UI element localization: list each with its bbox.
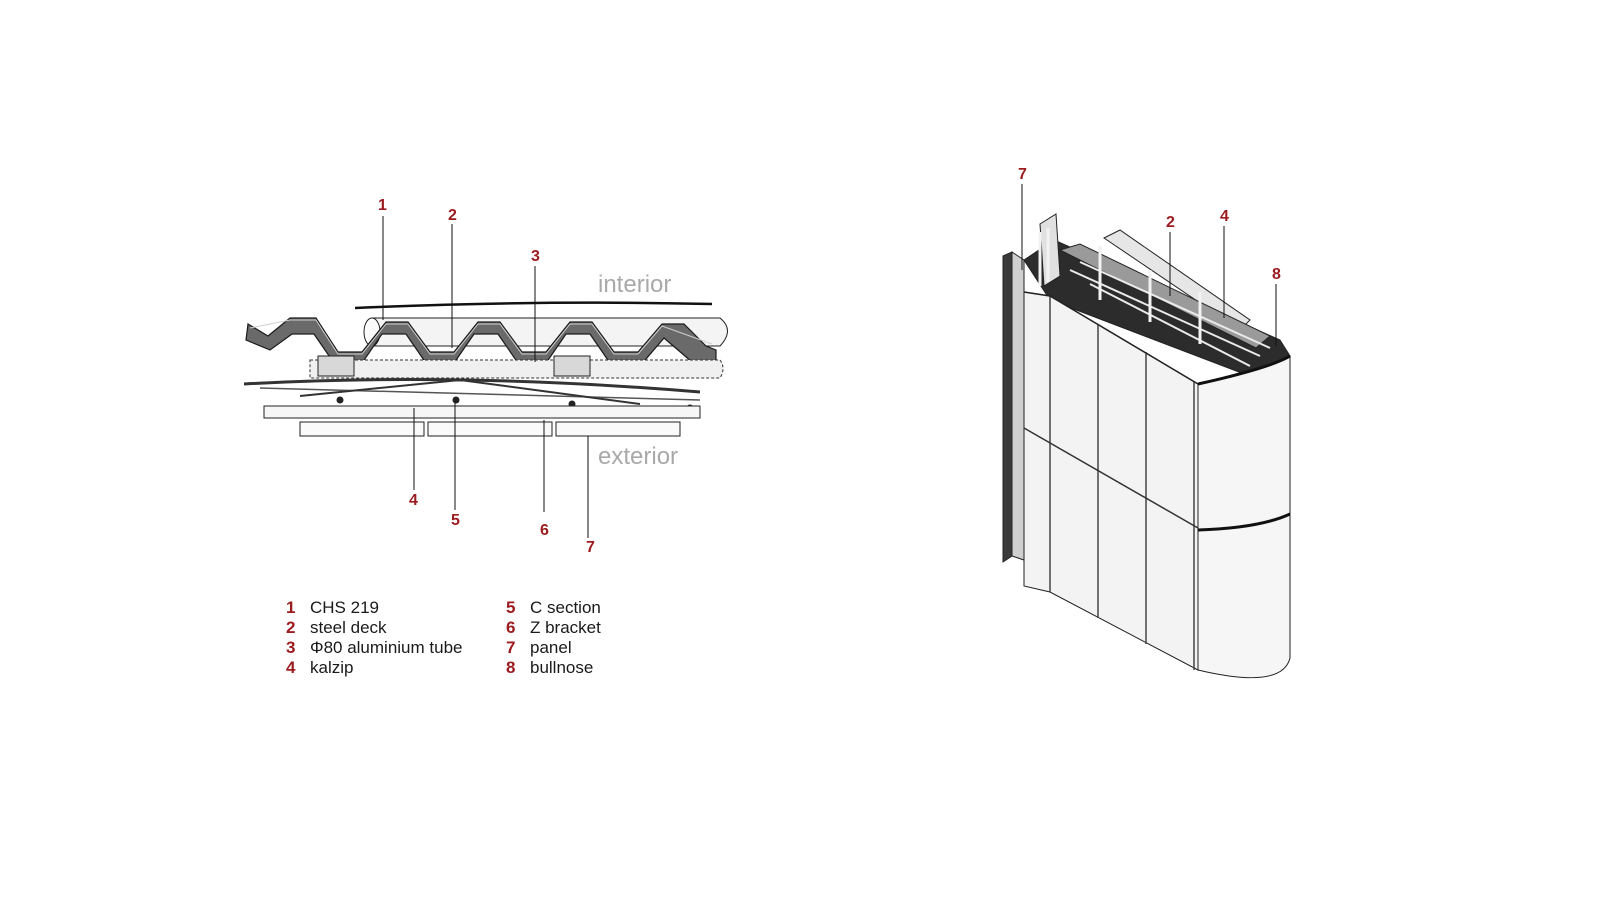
axo-callout-2: 2 <box>1166 214 1175 231</box>
legend-item: 6 Z bracket <box>506 618 601 638</box>
panel-1 <box>299 421 425 437</box>
axo-callout-8: 8 <box>1272 266 1281 283</box>
axo-callout-7: 7 <box>1018 166 1027 183</box>
section-callout-5: 5 <box>451 512 460 529</box>
legend-label: CHS 219 <box>310 598 379 617</box>
legend-number: 7 <box>506 638 516 657</box>
legend-column-2: 5 C section 6 Z bracket 7 panel 8 bullnose <box>506 598 601 678</box>
legend-number: 2 <box>286 618 296 637</box>
panel-3 <box>555 421 681 437</box>
steel-deck <box>245 317 717 367</box>
legend-label: Φ80 aluminium tube <box>310 638 463 657</box>
legend-number: 3 <box>286 638 296 657</box>
legend-item: 8 bullnose <box>506 658 601 678</box>
legend-item: 5 C section <box>506 598 601 618</box>
bullnose <box>1197 355 1291 679</box>
zone-label-exterior: exterior <box>598 443 679 470</box>
legend-number: 4 <box>286 658 296 677</box>
section-callout-3: 3 <box>531 248 540 265</box>
section-drawing <box>243 216 728 538</box>
section-callout-1: 1 <box>378 197 387 214</box>
axonometric-drawing <box>1002 184 1291 679</box>
legend-item: 1 CHS 219 <box>286 598 462 618</box>
zone-label-interior: interior <box>598 271 672 298</box>
legend-number: 1 <box>286 598 296 617</box>
legend-label: kalzip <box>310 658 354 677</box>
legend-label: steel deck <box>310 618 387 637</box>
legend-number: 5 <box>506 598 516 617</box>
panel-2 <box>427 421 553 437</box>
legend-label: Z bracket <box>530 618 601 637</box>
legend-item: 7 panel <box>506 638 601 658</box>
legend-item: 2 steel deck <box>286 618 462 638</box>
legend-number: 8 <box>506 658 516 677</box>
section-callout-6: 6 <box>540 522 549 539</box>
legend-label: C section <box>530 598 601 617</box>
legend-item: 4 kalzip <box>286 658 462 678</box>
legend-label: panel <box>530 638 572 657</box>
legend-column-1: 1 CHS 219 2 steel deck 3 Φ80 aluminium tube… <box>286 598 462 678</box>
legend-label: bullnose <box>530 658 594 677</box>
legend-number: 6 <box>506 618 516 637</box>
section-callout-2: 2 <box>448 207 457 224</box>
section-callout-7: 7 <box>586 539 595 556</box>
axo-callout-4: 4 <box>1220 208 1229 225</box>
legend-item: 3 Φ80 aluminium tube <box>286 638 462 658</box>
section-callout-4: 4 <box>409 492 418 509</box>
